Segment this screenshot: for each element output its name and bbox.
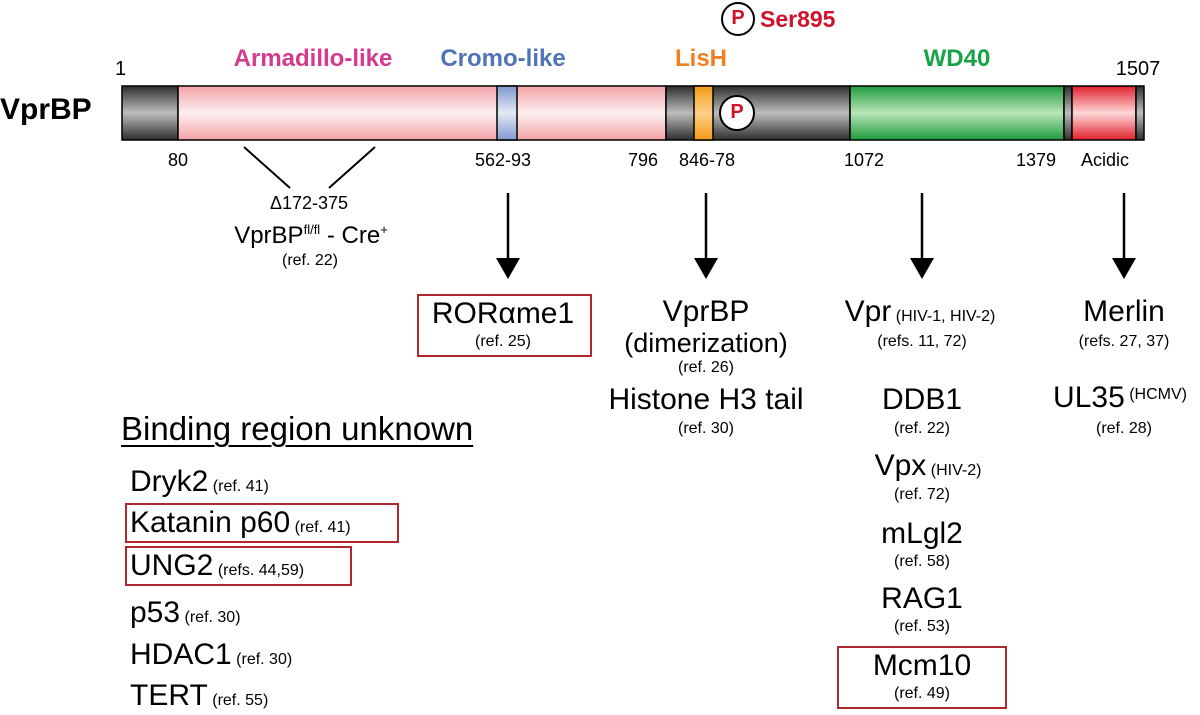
segment-nterm [121, 85, 179, 141]
binder-merlin: Merlin [1083, 295, 1165, 328]
segment-gap [1063, 85, 1073, 141]
unknown-item-katanin: Katanin p60 (ref. 41) [130, 506, 351, 539]
position-846: 846-78 [678, 150, 736, 170]
position-end: 1507 [1115, 58, 1161, 80]
binder-roralpha-ref: (ref. 25) [474, 333, 532, 350]
deletion-line-left [243, 146, 291, 189]
binder-ul35-ref: (ref. 28) [1095, 420, 1153, 437]
binder-rag1: RAG1 [881, 582, 963, 615]
deletion-range: Δ172-375 [269, 193, 349, 213]
deletion-line-right [328, 146, 376, 189]
position-1379: 1379 [1015, 150, 1057, 170]
binder-vpr-ref: (refs. 11, 72) [877, 333, 967, 350]
unknown-item-ung2: UNG2 (refs. 44,59) [130, 549, 305, 582]
phospho-bar-symbol: P [730, 101, 744, 123]
arrow-acidic [1112, 193, 1136, 279]
segment-cromo [496, 85, 518, 141]
arrow-wd40 [910, 193, 934, 279]
position-80: 80 [167, 150, 189, 170]
position-1072: 1072 [843, 150, 885, 170]
binder-histone-h3: Histone H3 tail [608, 383, 804, 416]
binder-merlin-ref: (refs. 27, 37) [1078, 333, 1170, 350]
position-start: 1 [115, 58, 127, 80]
position-acidic: Acidic [1080, 150, 1130, 170]
phospho-bar-circle [719, 95, 755, 131]
segment-cterm [1135, 85, 1145, 141]
binder-mcm10-ref: (ref. 49) [893, 685, 951, 702]
binder-vpr: Vpr (HIV-1, HIV-2) [844, 295, 996, 328]
domain-label-armadillo: Armadillo-like [233, 45, 393, 72]
phospho-top-circle [721, 2, 755, 36]
deletion-ref: (ref. 22) [281, 252, 339, 269]
arrow-cromo [496, 193, 520, 279]
unknown-item-dryk2: Dryk2 (ref. 41) [130, 465, 269, 498]
binder-vpx: Vpx (HIV-2) [874, 449, 982, 482]
highlight-box-ung2 [125, 546, 352, 586]
binder-vprbp: VprBP [662, 295, 750, 328]
domain-label-lish: LisH [674, 45, 728, 72]
domain-label-cromo: Cromo-like [440, 45, 566, 72]
segment-wd40 [849, 85, 1065, 141]
unknown-item-p53: p53 (ref. 30) [130, 596, 241, 629]
highlight-box-katanin [125, 503, 399, 543]
binder-mlgl2-ref: (ref. 58) [893, 553, 951, 570]
binder-ddb1-ref: (ref. 22) [893, 420, 951, 437]
binder-vprbp-ref: (ref. 26) [677, 359, 735, 376]
protein-name: VprBP [0, 93, 92, 126]
deletion-mouse: VprBPfl/fl - Cre+ [234, 222, 388, 249]
binder-roralpha: RORαme1 [431, 297, 575, 330]
binder-rag1-ref: (ref. 53) [893, 618, 951, 635]
arrow-lish [694, 193, 718, 279]
segment-lish [693, 85, 714, 141]
position-796: 796 [627, 150, 659, 170]
highlight-box-mcm10 [837, 646, 1007, 709]
binder-mlgl2: mLgl2 [881, 517, 963, 550]
unknown-title: Binding region unknown [121, 410, 474, 447]
segment-armadillo [177, 85, 667, 141]
binder-histone-h3-ref: (ref. 30) [677, 420, 735, 437]
unknown-item-hdac1: HDAC1 (ref. 30) [130, 638, 293, 671]
binder-ul35: UL35 (HCMV) [1053, 381, 1187, 414]
binder-mcm10: Mcm10 [872, 649, 972, 682]
binder-vpx-ref: (ref. 72) [893, 486, 951, 503]
segment-acidic [1071, 85, 1137, 141]
domain-label-wd40: WD40 [923, 45, 991, 72]
binder-vprbp-dimerization: (dimerization) [624, 328, 788, 358]
binder-ddb1: DDB1 [881, 383, 963, 416]
unknown-item-tert: TERT (ref. 55) [130, 679, 269, 712]
phospho-site-label: Ser895 [760, 6, 836, 32]
phospho-top-symbol: P [731, 7, 745, 29]
highlight-box-roralpha [417, 294, 592, 357]
position-562: 562-93 [474, 150, 532, 170]
